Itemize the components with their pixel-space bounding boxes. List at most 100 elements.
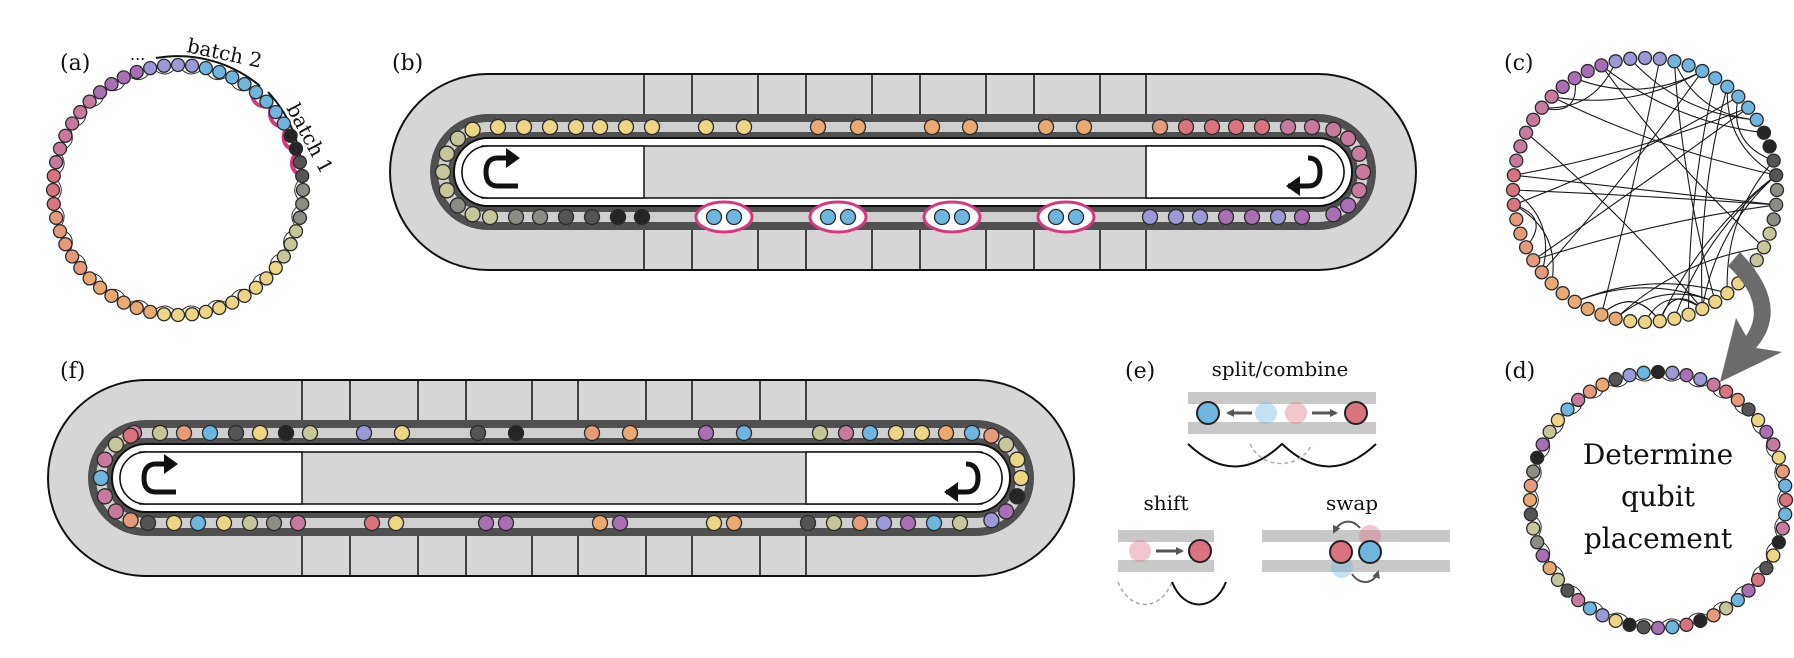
connection-chord — [1551, 96, 1777, 176]
ion-blue — [237, 77, 252, 92]
ion-salmon — [1534, 265, 1549, 280]
connection-chord — [1615, 246, 1764, 320]
ion-orange — [1522, 492, 1538, 508]
loading-cap-right — [975, 451, 1003, 505]
connection-chord — [1513, 204, 1554, 284]
ion-yellow — [1623, 314, 1638, 329]
highlighted-wells — [249, 88, 304, 179]
connection-chord — [1615, 293, 1716, 320]
ion-lavender — [1595, 608, 1610, 623]
ion-blue — [268, 104, 283, 120]
connection-chord — [1574, 70, 1703, 90]
ion-pink — [1509, 153, 1524, 168]
ion-khaki — [1749, 253, 1764, 268]
ion-dark — [557, 208, 575, 226]
ion-pink — [1350, 145, 1368, 162]
connection-chord — [1513, 174, 1777, 206]
ion-red — [1227, 118, 1245, 136]
ion-salmon — [1513, 226, 1528, 241]
ion-yellow — [184, 307, 200, 322]
ion-orange — [92, 280, 108, 295]
u-turn-left-icon — [1286, 176, 1300, 196]
ion-orange — [1594, 307, 1609, 322]
ion-red — [1344, 401, 1368, 425]
ion-yellow — [1708, 294, 1723, 309]
ion-orange — [1037, 118, 1055, 136]
ion-gray — [449, 197, 467, 214]
connection-chord — [1532, 107, 1749, 261]
ion-dark — [1608, 372, 1623, 387]
ion-blue — [198, 60, 213, 76]
ion-lavender — [875, 514, 893, 532]
ion-blue — [259, 94, 274, 109]
ion-lavender — [1141, 208, 1159, 226]
ion-orange — [1542, 560, 1557, 576]
connection-chord — [1574, 283, 1728, 303]
ion-red — [45, 182, 61, 198]
ion-pink — [1303, 118, 1321, 136]
ion-purple — [129, 64, 144, 80]
connection-chord — [1688, 78, 1716, 315]
ion-red-ghost — [1285, 402, 1307, 424]
ion-black — [1693, 613, 1708, 628]
ion-red — [363, 514, 381, 532]
ion-khaki — [288, 224, 304, 239]
ion-purple — [116, 70, 131, 85]
ion-pink — [1544, 89, 1559, 104]
ion-pink — [1775, 521, 1790, 536]
ion-yellow — [248, 280, 264, 295]
ion-khaki — [1762, 226, 1777, 241]
ion-purple — [1567, 71, 1582, 86]
ion-yellow — [237, 288, 252, 303]
ion-salmon — [1775, 464, 1790, 479]
shift-label: shift — [1144, 491, 1189, 515]
ion-gray — [295, 182, 311, 198]
ion-purple — [1650, 620, 1666, 636]
panel-a-label: (a) — [60, 51, 90, 76]
ion-khaki — [241, 514, 259, 532]
ion-orange — [725, 514, 743, 532]
swap-arrow-bottom-icon — [1351, 570, 1380, 583]
ion-pink — [1339, 130, 1357, 147]
ion-lavender — [170, 57, 186, 73]
ion-lavender — [1269, 208, 1287, 226]
ion-purple — [1217, 208, 1235, 226]
ion-salmon — [1151, 118, 1169, 136]
ion-blue — [963, 424, 981, 442]
ion-khaki — [811, 424, 829, 442]
connection-chord — [1551, 70, 1703, 101]
ion-orange — [809, 118, 827, 136]
ion-salmon — [58, 237, 73, 252]
ion-yellow — [887, 424, 905, 442]
connection-chord — [1512, 189, 1777, 206]
ion-orange — [1567, 294, 1582, 309]
ion-purple — [92, 85, 108, 100]
ion-blue — [705, 208, 723, 226]
ion-yellow — [156, 307, 172, 322]
ion-black — [1008, 488, 1026, 505]
ion-blue — [276, 116, 291, 131]
ion-blue — [1730, 592, 1745, 608]
ion-orange — [923, 118, 941, 136]
ion-pink — [1706, 377, 1721, 392]
ion-yellow — [567, 118, 585, 136]
ion-blue — [248, 85, 264, 100]
u-turn-right-icon — [483, 155, 518, 189]
ion-gray — [295, 196, 310, 212]
ion-orange — [1555, 286, 1570, 301]
panel-b: (b) — [389, 51, 1417, 271]
ion-khaki — [434, 163, 452, 181]
connection-chord — [1533, 204, 1777, 261]
panel-c-label: (c) — [1504, 51, 1534, 76]
ellipsis-text: ... — [130, 45, 145, 64]
connection-chord — [1629, 58, 1757, 121]
ion-pink — [289, 514, 307, 532]
ion-gray — [531, 208, 549, 226]
panel-e-label: (e) — [1125, 359, 1155, 384]
ion-salmon — [65, 249, 80, 264]
ion-orange — [849, 118, 867, 136]
split-rail-bottom — [1188, 422, 1376, 434]
ion-orange — [82, 271, 97, 286]
ion-blue — [839, 208, 857, 226]
ion-pink — [1325, 121, 1342, 138]
